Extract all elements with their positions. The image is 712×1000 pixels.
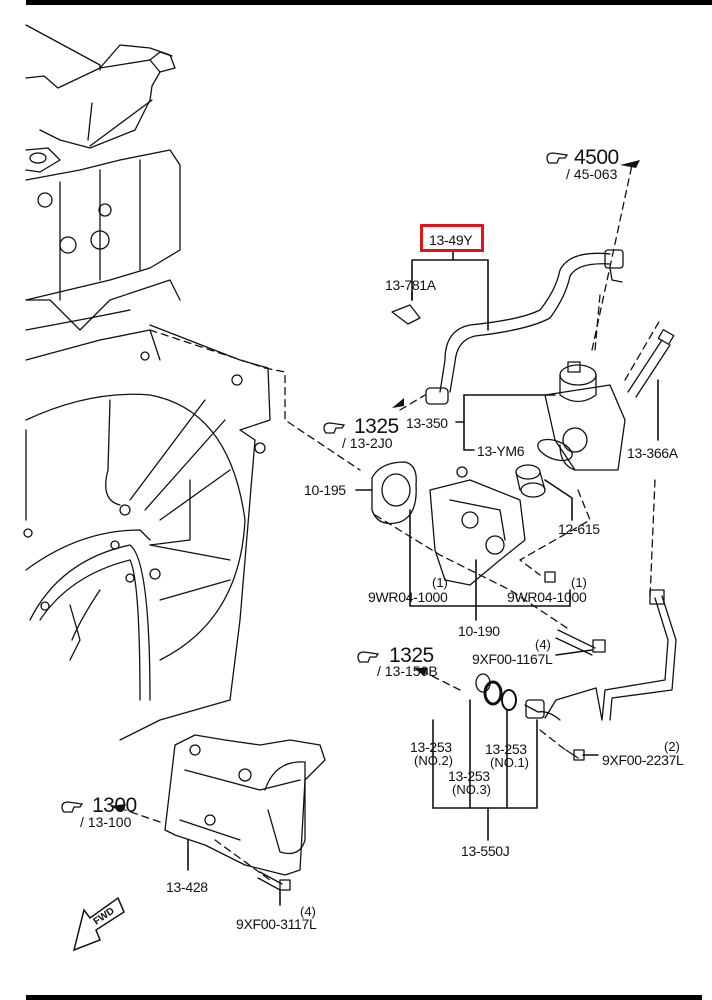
- part-label-13-428[interactable]: 13-428: [166, 879, 208, 895]
- o-ring-13-YM6: [537, 438, 573, 462]
- part-label-13-49Y[interactable]: 13-49Y: [429, 232, 473, 248]
- pointing-hand-icon: [61, 801, 84, 813]
- part-label-13-YM6[interactable]: 13-YM6: [477, 443, 525, 459]
- part-label-13-253-no3[interactable]: 13-253: [448, 768, 490, 784]
- part-label-9WR04-1000-left[interactable]: 9WR04-1000: [368, 589, 448, 605]
- fuel-pipe-13-550J: [524, 589, 677, 721]
- label-bracket-lines: [187, 249, 659, 906]
- part-sub-13-253-no1: (NO.1): [490, 755, 529, 770]
- lifter-12-615: [515, 464, 546, 498]
- part-sub-13-253-no3: (NO.3): [452, 782, 491, 797]
- pointing-hand-icon: [546, 152, 569, 164]
- part-label-9XF00-2237L[interactable]: 9XF00-2237L: [602, 752, 684, 768]
- bolt-13-366A: [627, 329, 675, 398]
- qty-9XF00-2237L: (2): [664, 739, 680, 754]
- qty-9XF00-3117L: (4): [300, 904, 316, 919]
- qty-9WR04-right: (1): [571, 575, 587, 590]
- part-sub-13-253-no2: (NO.2): [414, 753, 453, 768]
- fwd-arrow-icon: [72, 896, 125, 952]
- part-label-12-615[interactable]: 12-615: [558, 521, 600, 537]
- dashed-leader-lines: [124, 164, 661, 881]
- part-label-10-195[interactable]: 10-195: [304, 482, 346, 498]
- pump-housing-10-190: [429, 466, 556, 586]
- ref-1300-group[interactable]: 1300: [92, 794, 137, 817]
- bracket-13-428: [164, 734, 326, 876]
- ref-1325-sub[interactable]: / 13-2J0: [342, 435, 393, 451]
- ref-1325-b-sub[interactable]: / 13-150B: [377, 663, 438, 679]
- bolt-9XF00-1167L: [555, 629, 606, 656]
- qty-9XF00-1167L: (4): [535, 637, 551, 652]
- part-label-13-253-no1[interactable]: 13-253: [485, 741, 527, 757]
- ref-4500-sub[interactable]: / 45-063: [566, 166, 618, 182]
- ref-1325-group[interactable]: 1325: [354, 415, 399, 438]
- part-label-13-550J[interactable]: 13-550J: [461, 843, 510, 859]
- pointing-hand-icon: [323, 422, 346, 434]
- qty-9WR04-left: (1): [432, 575, 448, 590]
- part-label-13-253-no2[interactable]: 13-253: [410, 739, 452, 755]
- clip-13-781A: [391, 304, 421, 325]
- o-ring-13-253-no3: [483, 680, 503, 706]
- part-label-9XF00-1167L[interactable]: 9XF00-1167L: [472, 651, 553, 667]
- gasket-10-195: [371, 461, 417, 525]
- o-ring-13-253-no1: [501, 689, 517, 711]
- ref-1300-sub[interactable]: / 13-100: [80, 814, 132, 830]
- part-label-13-366A[interactable]: 13-366A: [627, 445, 678, 461]
- top-border: [26, 0, 712, 5]
- part-label-13-350[interactable]: 13-350: [406, 415, 448, 431]
- part-label-13-781A[interactable]: 13-781A: [385, 277, 436, 293]
- fuel-pump-13-350: [544, 361, 626, 471]
- pointing-hand-icon: [357, 651, 380, 663]
- bolt-9XF00-2237L: [565, 749, 585, 761]
- ref-4500-group[interactable]: 4500: [574, 146, 619, 169]
- part-label-10-190[interactable]: 10-190: [458, 623, 500, 639]
- engine-block-drawing: [23, 24, 271, 741]
- highlighted-part-box: [420, 224, 484, 252]
- bottom-border: [26, 995, 702, 1000]
- bolt-9XF00-3117L: [257, 871, 291, 891]
- part-label-9WR04-1000-right[interactable]: 9WR04-1000: [507, 589, 587, 605]
- ref-1325-b-group[interactable]: 1325: [389, 644, 434, 667]
- part-label-9XF00-3117L[interactable]: 9XF00-3117L: [236, 916, 317, 932]
- fuel-hose-13-49Y: [425, 249, 624, 405]
